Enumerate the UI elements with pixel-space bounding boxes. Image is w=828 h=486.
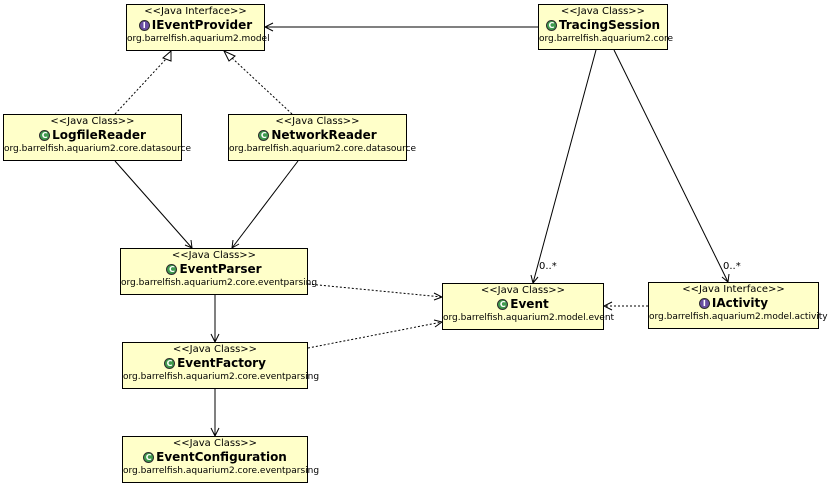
- stereotype-label: <<Java Interface>>: [144, 6, 247, 17]
- class-icon: C: [497, 299, 509, 310]
- package-name: org.barrelfish.aquarium2.core.datasource: [229, 144, 417, 154]
- assoc-networkreader-eventparser: [231, 160, 299, 249]
- class-name: Event: [510, 297, 549, 311]
- assoc-tracingsession-event: [532, 49, 597, 284]
- class-name: EventParser: [179, 262, 262, 276]
- class-box-eventfactory[interactable]: <<Java Class>> C EventFactory org.barrel…: [122, 342, 320, 389]
- realization-arrowhead-networkreader: [222, 49, 236, 62]
- package-name: org.barrelfish.aquarium2.core.eventparsi…: [123, 466, 320, 476]
- stereotype-label: <<Java Class>>: [172, 344, 258, 355]
- interface-icon: I: [138, 20, 150, 31]
- interface-icon: I: [698, 298, 710, 309]
- class-name: NetworkReader: [271, 128, 377, 142]
- assoc-tracingsession-iactivity: [613, 49, 729, 283]
- class-box-ieventprovider[interactable]: <<Java Interface>> I IEventProvider org.…: [126, 4, 270, 51]
- multiplicity-event: 0..*: [539, 261, 557, 272]
- dependency-arrowhead-event-1: [433, 292, 444, 301]
- stereotype-label: <<Java Class>>: [480, 285, 566, 296]
- dependency-arrowhead-event-3: [602, 301, 613, 311]
- class-box-eventconfiguration[interactable]: <<Java Class>> C EventConfiguration org.…: [122, 436, 320, 483]
- assoc-arrowhead-ieventprovider: [263, 22, 274, 32]
- class-box-logfilereader[interactable]: <<Java Class>> C LogfileReader org.barre…: [3, 114, 192, 161]
- package-name: org.barrelfish.aquarium2.model.activity: [649, 312, 828, 322]
- realization-logfilereader-ieventprovider: [114, 58, 167, 115]
- package-name: org.barrelfish.aquarium2.core: [539, 34, 674, 44]
- realization-networkreader-ieventprovider: [231, 57, 293, 115]
- assoc-logfilereader-eventparser: [114, 160, 193, 249]
- multiplicity-iactivity: 0..*: [723, 261, 741, 272]
- class-icon: C: [166, 264, 178, 275]
- class-name: TracingSession: [558, 18, 661, 32]
- class-name: LogfileReader: [52, 128, 146, 142]
- class-box-iactivity[interactable]: <<Java Interface>> I IActivity org.barre…: [648, 282, 828, 329]
- package-name: org.barrelfish.aquarium2.core.eventparsi…: [121, 278, 318, 288]
- class-name: IEventProvider: [151, 18, 253, 32]
- class-icon: C: [143, 452, 155, 463]
- stereotype-label: <<Java Class>>: [172, 438, 258, 449]
- class-name: EventFactory: [177, 356, 266, 370]
- package-name: org.barrelfish.aquarium2.core.eventparsi…: [123, 372, 320, 382]
- class-icon: C: [39, 130, 51, 141]
- class-box-eventparser[interactable]: <<Java Class>> C EventParser org.barrelf…: [120, 248, 318, 295]
- class-icon: C: [258, 130, 270, 141]
- dependency-eventparser-event: [307, 283, 443, 298]
- dependency-eventfactory-event: [307, 321, 443, 349]
- package-name: org.barrelfish.aquarium2.core.datasource: [4, 144, 192, 154]
- stereotype-label: <<Java Interface>>: [682, 284, 785, 295]
- stereotype-label: <<Java Class>>: [171, 250, 257, 261]
- class-box-event[interactable]: <<Java Class>> C Event org.barrelfish.aq…: [442, 283, 615, 330]
- class-name: EventConfiguration: [156, 450, 287, 464]
- package-name: org.barrelfish.aquarium2.model: [127, 34, 270, 44]
- stereotype-label: <<Java Class>>: [560, 6, 646, 17]
- package-name: org.barrelfish.aquarium2.model.event: [443, 313, 615, 323]
- class-icon: C: [545, 20, 557, 31]
- class-name: IActivity: [711, 296, 769, 310]
- class-box-networkreader[interactable]: <<Java Class>> C NetworkReader org.barre…: [228, 114, 417, 161]
- realization-arrowhead-logfilereader: [162, 49, 172, 62]
- class-icon: C: [164, 358, 176, 369]
- stereotype-label: <<Java Class>>: [50, 116, 135, 127]
- class-box-tracingsession[interactable]: <<Java Class>> C TracingSession org.barr…: [538, 4, 674, 50]
- stereotype-label: <<Java Class>>: [275, 116, 360, 127]
